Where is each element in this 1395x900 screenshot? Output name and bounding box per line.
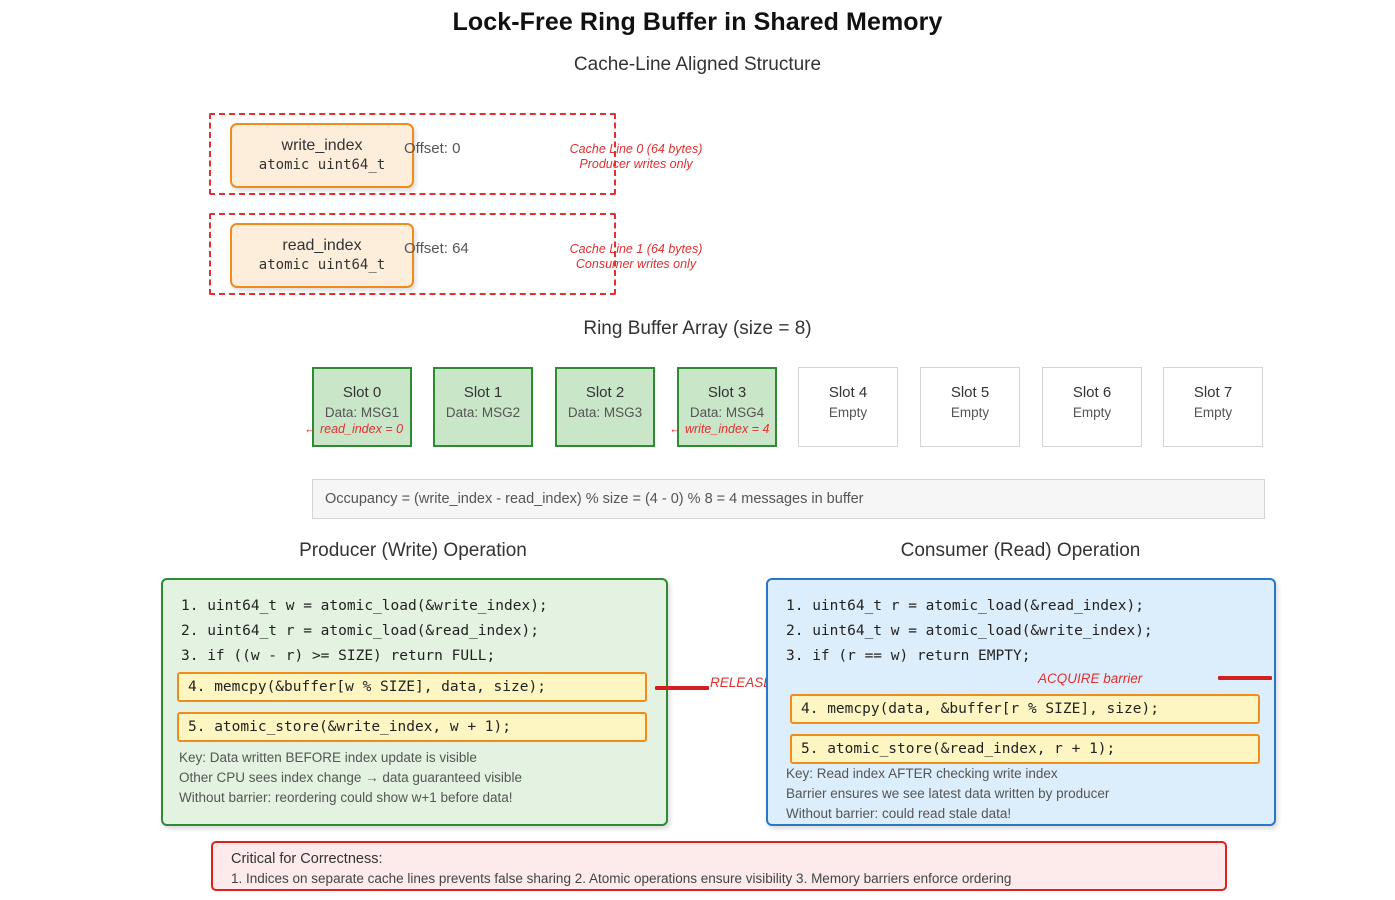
producer-code-line-2: 2. uint64_t r = atomic_load(&read_index)… — [181, 623, 539, 639]
consumer-section-title: Consumer (Read) Operation — [900, 540, 1141, 561]
cache-line-0-note-line1: Cache Line 0 (64 bytes) — [569, 142, 703, 156]
page-title: Lock-Free Ring Buffer in Shared Memory — [452, 8, 943, 36]
ring-slot-1-data: Data: MSG2 — [445, 405, 521, 420]
cache-line-0-note-line2: Producer writes only — [579, 157, 693, 171]
ring-slot-3[interactable]: Slot 3 Data: MSG4 ← write_index = 4 — [669, 367, 777, 447]
release-barrier-label: RELEASE barrier — [710, 675, 766, 690]
write-index-type: atomic uint64_t — [258, 157, 386, 173]
ring-slot-0-data: Data: MSG1 — [324, 405, 400, 420]
consumer-code-line-2: 2. uint64_t w = atomic_load(&write_index… — [786, 623, 1153, 639]
consumer-code-line-1: 1. uint64_t r = atomic_load(&read_index)… — [786, 598, 1144, 614]
ring-buffer-title: Ring Buffer Array (size = 8) — [583, 318, 812, 339]
producer-section-title: Producer (Write) Operation — [299, 540, 527, 561]
ring-slot-4-data: Empty — [828, 405, 868, 420]
producer-note-2: Other CPU sees index change → data guara… — [179, 770, 522, 785]
producer-code-line-3: 3. if ((w - r) >= SIZE) return FULL; — [181, 648, 496, 664]
cache-line-1-boundary — [209, 213, 616, 295]
ring-slot-4-label: Slot 4 — [828, 384, 868, 401]
release-barrier-label-clip: RELEASE barrier — [650, 672, 766, 704]
ring-slot-6-label: Slot 6 — [1072, 384, 1112, 401]
ring-slot-1-label: Slot 1 — [463, 384, 503, 401]
page-subtitle: Cache-Line Aligned Structure — [573, 54, 822, 75]
read-index-field[interactable]: read_index atomic uint64_t — [230, 223, 414, 288]
critical-correctness-box: Critical for Correctness: 1. Indices on … — [211, 841, 1227, 891]
write-index-name: write_index — [281, 137, 363, 154]
ring-slot-2-data: Data: MSG3 — [567, 405, 643, 420]
ring-slot-6-data: Empty — [1072, 405, 1112, 420]
producer-code-line-4-highlight: 4. memcpy(&buffer[w % SIZE], data, size)… — [177, 672, 647, 702]
ring-slot-3-pointer: ← write_index = 4 — [669, 422, 770, 436]
cache-line-1-note-line1: Cache Line 1 (64 bytes) — [569, 242, 703, 256]
cache-line-0-note: Cache Line 0 (64 bytes) Producer writes … — [536, 142, 736, 172]
ring-slot-2[interactable]: Slot 2 Data: MSG3 — [555, 367, 655, 447]
cache-line-1-note: Cache Line 1 (64 bytes) Consumer writes … — [536, 242, 736, 272]
producer-note-1: Key: Data written BEFORE index update is… — [179, 750, 477, 765]
ring-slot-5-label: Slot 5 — [950, 384, 990, 401]
producer-code-line-5-highlight: 5. atomic_store(&write_index, w + 1); — [177, 712, 647, 742]
ring-slot-1[interactable]: Slot 1 Data: MSG2 — [433, 367, 533, 447]
read-index-offset-label: Offset: 64 — [404, 240, 469, 257]
occupancy-text: Occupancy = (write_index - read_index) %… — [325, 491, 864, 507]
cache-line-0-boundary — [209, 113, 616, 195]
ring-slot-2-label: Slot 2 — [585, 384, 625, 401]
consumer-code-line-3: 3. if (r == w) return EMPTY; — [786, 648, 1031, 664]
ring-slot-0-label: Slot 0 — [342, 384, 382, 401]
acquire-barrier-line — [1218, 676, 1272, 680]
ring-slot-5-data: Empty — [950, 405, 990, 420]
ring-slot-5[interactable]: Slot 5 Empty — [920, 367, 1020, 447]
consumer-note-1: Key: Read index AFTER checking write ind… — [786, 766, 1058, 781]
ring-slot-0[interactable]: Slot 0 Data: MSG1 ← read_index = 0 — [304, 367, 412, 447]
critical-title: Critical for Correctness: — [231, 851, 383, 867]
ring-slot-3-label: Slot 3 — [707, 384, 747, 401]
read-index-name: read_index — [282, 237, 362, 254]
ring-slot-6[interactable]: Slot 6 Empty — [1042, 367, 1142, 447]
ring-slot-4[interactable]: Slot 4 Empty — [798, 367, 898, 447]
acquire-barrier-label: ACQUIRE barrier — [1038, 671, 1143, 686]
consumer-code-line-5-highlight: 5. atomic_store(&read_index, r + 1); — [790, 734, 1260, 764]
write-index-offset-label: Offset: 0 — [404, 140, 461, 157]
write-index-field[interactable]: write_index atomic uint64_t — [230, 123, 414, 188]
consumer-code-line-4-highlight: 4. memcpy(data, &buffer[r % SIZE], size)… — [790, 694, 1260, 724]
read-index-type: atomic uint64_t — [258, 257, 386, 273]
producer-code-line-1: 1. uint64_t w = atomic_load(&write_index… — [181, 598, 548, 614]
consumer-note-2: Barrier ensures we see latest data writt… — [786, 786, 1110, 801]
ring-slot-0-pointer: ← read_index = 0 — [304, 422, 404, 436]
ring-slot-7-label: Slot 7 — [1193, 384, 1233, 401]
critical-body: 1. Indices on separate cache lines preve… — [231, 871, 1012, 886]
consumer-note-3: Without barrier: could read stale data! — [786, 806, 1012, 821]
release-barrier-line — [655, 686, 709, 690]
ring-slot-7[interactable]: Slot 7 Empty — [1163, 367, 1263, 447]
consumer-operation-box: 1. uint64_t r = atomic_load(&read_index)… — [766, 578, 1276, 826]
occupancy-bar: Occupancy = (write_index - read_index) %… — [312, 479, 1265, 519]
producer-note-3: Without barrier: reordering could show w… — [179, 790, 513, 805]
cache-line-1-note-line2: Consumer writes only — [575, 257, 697, 271]
ring-slot-3-data: Data: MSG4 — [689, 405, 765, 420]
ring-slot-7-data: Empty — [1193, 405, 1233, 420]
producer-operation-box: 1. uint64_t w = atomic_load(&write_index… — [161, 578, 668, 826]
